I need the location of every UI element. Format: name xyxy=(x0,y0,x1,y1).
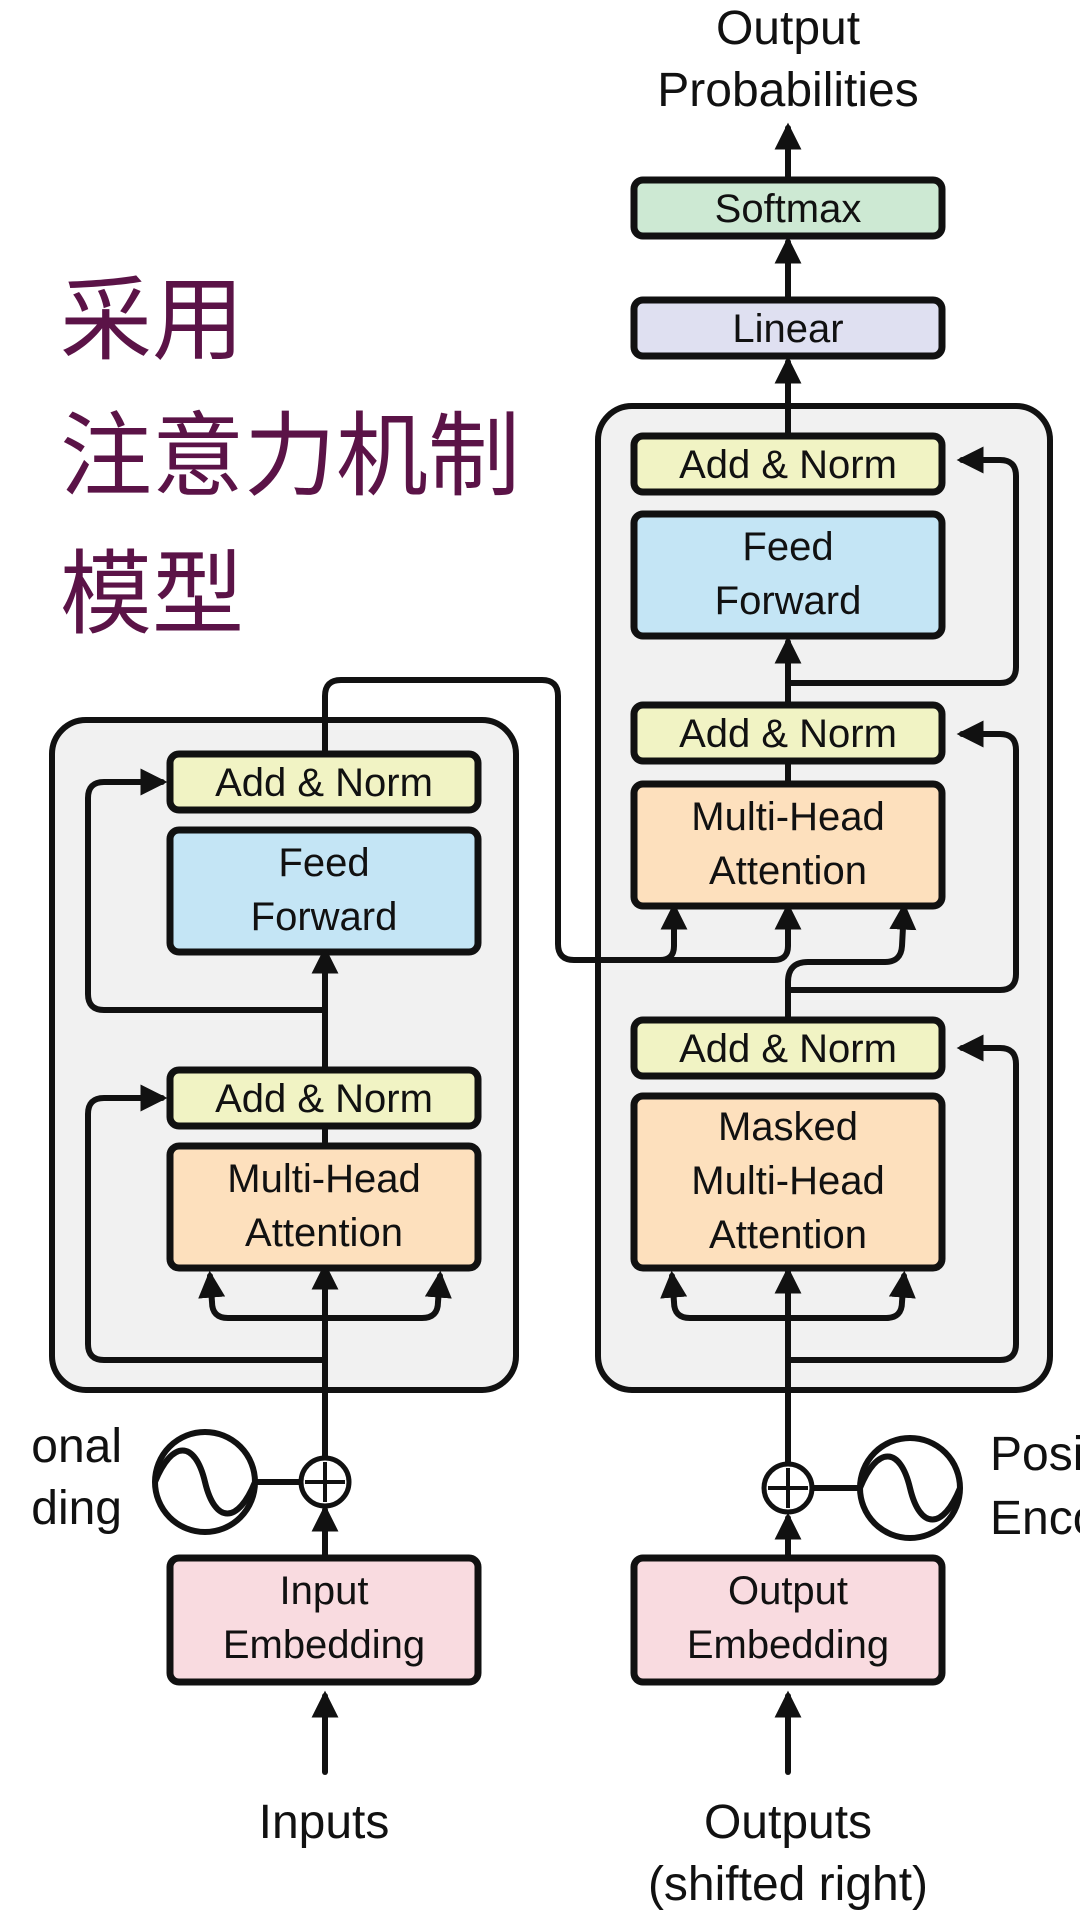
inputs-label: Inputs xyxy=(259,1796,390,1849)
outputs-label-line-2: (shifted right) xyxy=(648,1858,928,1911)
linear-box xyxy=(630,296,946,360)
encoder-attention-line-1: Multi-Head xyxy=(227,1157,420,1201)
encoder-attention-line-2: Attention xyxy=(245,1211,403,1255)
output-embedding-line-2: Embedding xyxy=(687,1623,889,1667)
decoder-add-norm-mid-label: Add & Norm xyxy=(679,712,897,756)
input-embedding-line-1: Input xyxy=(280,1569,369,1613)
right-add-icon xyxy=(761,1461,815,1515)
decoder-cross-attention-line-2: Attention xyxy=(709,849,867,893)
encoder-add-norm-bottom-label: Add & Norm xyxy=(215,1077,433,1121)
decoder-add-norm-bottom xyxy=(630,1016,946,1080)
decoder-add-norm-top-label: Add & Norm xyxy=(679,443,897,487)
decoder-masked-attention-line-2: Multi-Head xyxy=(691,1159,884,1203)
decoder-masked-attention-line-1: Masked xyxy=(718,1105,858,1149)
encoder-attention-box xyxy=(166,1142,482,1272)
encoder-add-norm-top-label: Add & Norm xyxy=(215,761,433,805)
input-embedding-box xyxy=(166,1554,482,1686)
pos-enc-right-line-2: Enco xyxy=(990,1492,1080,1545)
title-line-1: 采用 xyxy=(60,267,244,374)
input-embedding-line-2: Embedding xyxy=(223,1623,425,1667)
output-probabilities-line-2: Probabilities xyxy=(657,64,918,117)
softmax-label: Softmax xyxy=(715,187,862,231)
left-add-icon xyxy=(298,1455,352,1509)
pos-enc-left-line-2: ding xyxy=(31,1482,122,1535)
softmax-box xyxy=(630,176,946,240)
decoder-add-norm-top xyxy=(630,432,946,496)
diagram-title: 采用 注意力机制 模型 xyxy=(60,267,520,648)
decoder-cross-attention-box xyxy=(630,780,946,910)
decoder-masked-attention-box xyxy=(630,1092,946,1272)
title-line-2: 注意力机制 xyxy=(60,403,520,510)
decoder-add-norm-mid xyxy=(630,701,946,765)
encoder-feed-forward-line-1: Feed xyxy=(278,841,369,885)
right-sine-icon xyxy=(857,1435,963,1541)
decoder-masked-attention-line-3: Attention xyxy=(709,1213,867,1257)
decoder-feed-forward-box xyxy=(630,510,946,640)
output-probabilities-line-1: Output xyxy=(716,2,860,55)
decoder-cross-attention-line-1: Multi-Head xyxy=(691,795,884,839)
decoder-feed-forward-line-1: Feed xyxy=(742,525,833,569)
pos-enc-left-line-1: onal xyxy=(31,1420,122,1473)
left-sine-icon xyxy=(152,1429,258,1535)
output-embedding-line-1: Output xyxy=(728,1569,848,1613)
encoder-panel xyxy=(49,717,519,1393)
encoder-add-norm-top xyxy=(166,750,482,814)
decoder-add-norm-bottom-label: Add & Norm xyxy=(679,1027,897,1071)
outputs-label-line-1: Outputs xyxy=(704,1796,872,1849)
title-line-3: 模型 xyxy=(60,541,244,648)
encoder-add-norm-bottom xyxy=(166,1066,482,1130)
encoder-feed-forward-box xyxy=(166,826,482,956)
encoder-feed-forward-line-2: Forward xyxy=(251,895,398,939)
output-embedding-box xyxy=(630,1554,946,1686)
pos-enc-right-line-1: Posi xyxy=(990,1428,1080,1481)
linear-label: Linear xyxy=(732,307,843,351)
decoder-feed-forward-line-2: Forward xyxy=(715,579,862,623)
